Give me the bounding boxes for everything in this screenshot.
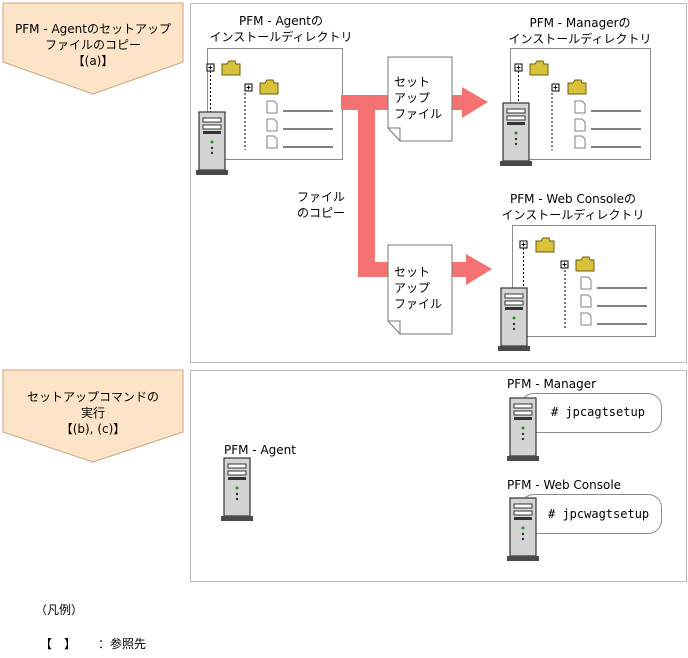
file-copy-label: ファイル のコピー bbox=[297, 190, 346, 220]
legend-meaning: ：参照先 bbox=[98, 637, 147, 651]
webconsole-install-dir-label: PFM - Web Consoleの インストールディレクトリ bbox=[501, 192, 645, 222]
legend-bracket: 【 】 bbox=[40, 637, 77, 651]
legend-title: （凡例） bbox=[35, 603, 84, 617]
setup-file-doc-1 bbox=[387, 56, 453, 142]
webconsole-server-icon-step2 bbox=[506, 497, 540, 562]
step2-badge bbox=[2, 369, 184, 463]
setup-file-label-2: セット アップ ファイル bbox=[394, 265, 443, 311]
webconsole-label: PFM - Web Console bbox=[507, 478, 622, 492]
manager-command: # jpcagtsetup bbox=[551, 405, 645, 419]
manager-install-dir-label: PFM - Managerの インストールディレクトリ bbox=[508, 16, 652, 46]
manager-tree-contents bbox=[514, 60, 641, 150]
agent-install-dir-label: PFM - Agentの インストールディレクトリ bbox=[209, 14, 353, 44]
agent-tree-contents bbox=[206, 60, 333, 150]
step1-label: PFM - Agentのセットアップ ファイルのコピー 【(a)】 bbox=[15, 22, 171, 68]
setup-file-label-1: セット アップ ファイル bbox=[394, 75, 443, 121]
manager-command-callout bbox=[520, 393, 662, 433]
agent-server-icon bbox=[195, 111, 229, 176]
webconsole-command: # jpcwagtsetup bbox=[548, 507, 650, 521]
step2-label: セットアップコマンドの 実行 【(b), (c)】 bbox=[26, 390, 159, 436]
webconsole-server-icon bbox=[497, 287, 531, 352]
setup-file-doc-2 bbox=[387, 244, 453, 335]
step1-badge bbox=[2, 2, 184, 95]
webconsole-tree-contents bbox=[519, 237, 647, 328]
agent-label: PFM - Agent bbox=[224, 443, 296, 457]
manager-server-icon bbox=[499, 102, 533, 167]
manager-server-icon-step2 bbox=[506, 397, 540, 462]
manager-label: PFM - Manager bbox=[507, 377, 597, 391]
agent-server-icon-step2 bbox=[220, 457, 254, 522]
